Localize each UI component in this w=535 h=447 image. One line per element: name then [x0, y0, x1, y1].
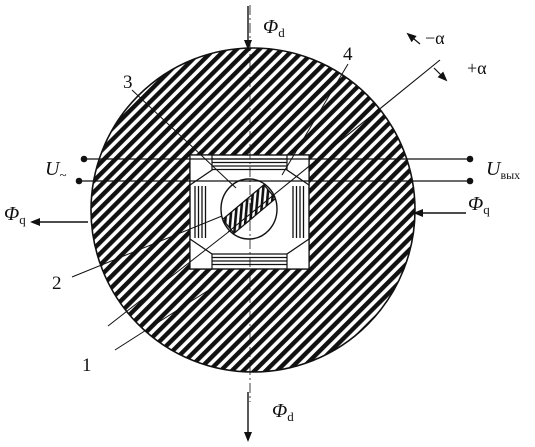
leader-2 — [71, 215, 223, 278]
leader-1 — [114, 287, 213, 351]
minus-alpha-arrow — [406, 32, 421, 45]
phi-d-bottom-label: Φd — [272, 400, 294, 424]
plus-alpha-label: +α — [467, 58, 487, 78]
coil-left — [194, 186, 207, 238]
u-in-label: U~ — [45, 158, 67, 182]
phi-q-right-label: Φq — [468, 193, 490, 217]
angle-line — [227, 59, 441, 233]
rotor-winding — [221, 183, 277, 235]
phi-d-top-label: Φd — [263, 16, 285, 40]
label-3: 3 — [123, 72, 133, 93]
leader-3 — [131, 89, 237, 189]
plus-alpha-arrow — [433, 67, 448, 82]
coil-right — [292, 186, 305, 238]
u-out-label: Uвых — [486, 158, 520, 182]
coil-bottom — [212, 253, 287, 266]
input-terminals — [75, 155, 474, 185]
phi-q-left-label: Φq — [4, 203, 26, 227]
leader-4 — [281, 63, 349, 176]
leader-2b — [107, 229, 232, 327]
label-4: 4 — [343, 44, 353, 65]
label-2: 2 — [52, 273, 62, 294]
minus-alpha-label: −α — [425, 28, 445, 48]
label-1: 1 — [82, 355, 92, 376]
